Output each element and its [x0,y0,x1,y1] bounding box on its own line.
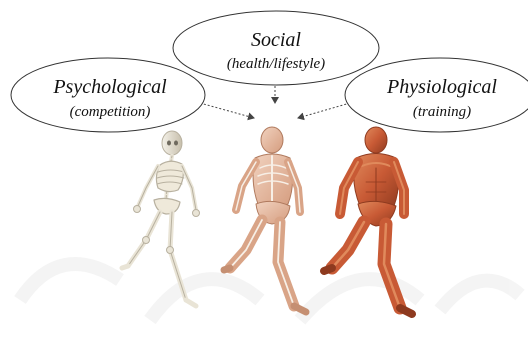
edge-physiological [298,103,350,118]
node-physiological: Physiological (training) [345,58,528,132]
label-social-title: Social [251,29,301,51]
label-physiological-subtitle: (training) [413,104,471,120]
watermark [20,264,520,320]
node-social: Social (health/lifestyle) [173,11,379,85]
label-physiological-title: Physiological [386,76,497,98]
label-psychological-subtitle: (competition) [70,104,151,120]
node-psychological: Psychological (competition) [11,58,205,132]
edges [200,82,350,118]
label-social-subtitle: (health/lifestyle) [227,56,325,72]
edge-psychological [200,103,254,118]
label-psychological-title: Psychological [52,76,167,98]
